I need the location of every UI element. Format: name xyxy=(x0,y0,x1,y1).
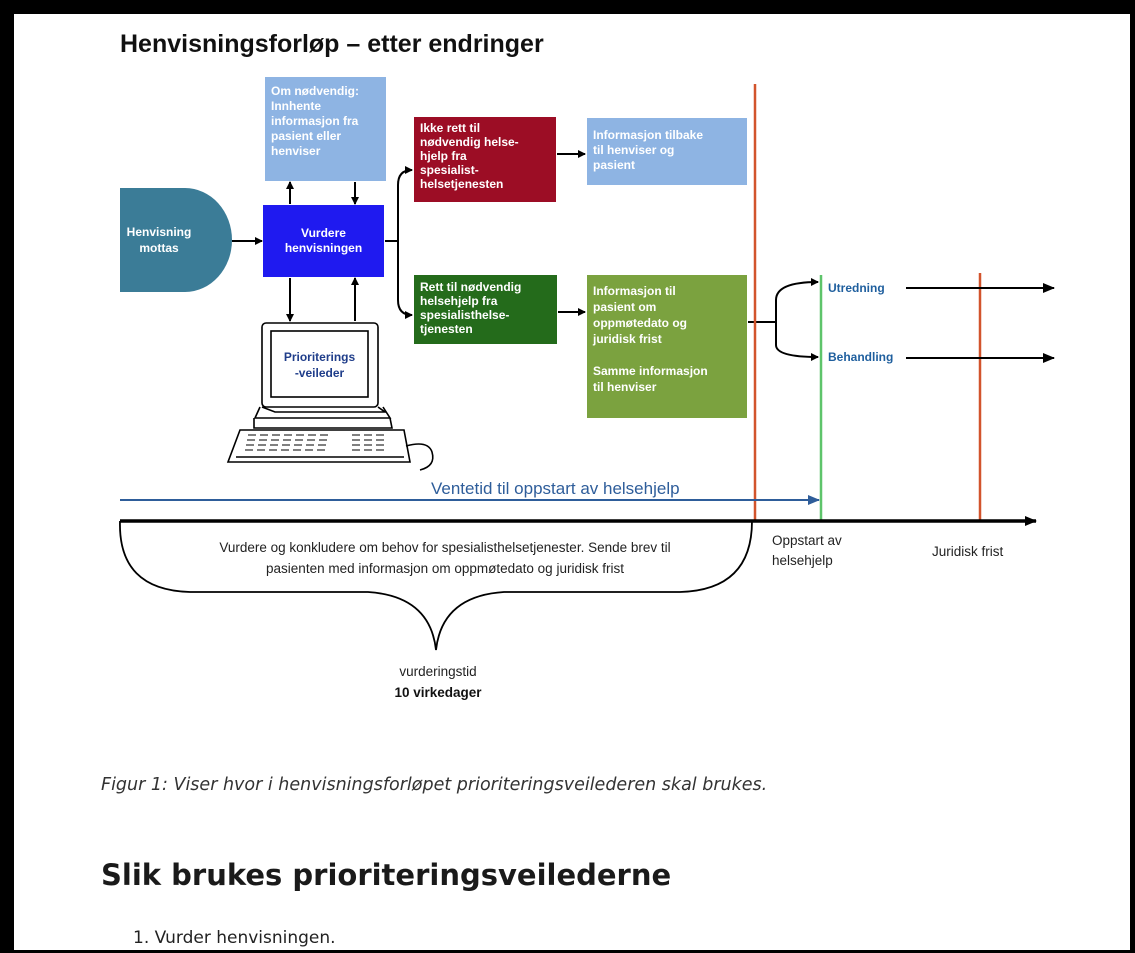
utredning-label: Utredning xyxy=(828,281,885,295)
frame-border-top xyxy=(0,0,1135,14)
vurderingstid-label: vurderingstid xyxy=(399,664,477,679)
section-heading: Slik brukes prioriteringsveilederne xyxy=(101,858,672,892)
prioriteringsveileder-label: Prioriterings -veileder xyxy=(283,350,356,380)
info-til-pasient-box xyxy=(587,275,747,418)
split-up xyxy=(775,278,819,322)
diagram-title: Henvisningsforløp – etter endringer xyxy=(120,30,544,58)
ikke-rett-box xyxy=(414,117,556,202)
henvisning-mottas-label: Henvisning mottas xyxy=(126,225,192,255)
split-down xyxy=(775,322,819,361)
step-list: 1. Vurder henvisningen. xyxy=(133,928,336,948)
om-nodvendig-label: Om nødvendig: Innhente informasjon fra p… xyxy=(271,84,359,158)
info-til-pasient-label: Informasjon til pasient om oppmøtedato o… xyxy=(593,284,708,394)
vurderingstid-value: 10 virkedager xyxy=(394,685,482,700)
timeline-note: Vurdere og konkludere om behov for spesi… xyxy=(219,540,671,576)
vurdere-henvisningen-box xyxy=(263,205,384,277)
rett-til-box xyxy=(414,275,557,344)
ventetid-label: Ventetid til oppstart av helsehjelp xyxy=(431,479,680,498)
ikke-rett-label: Ikke rett til nødvendig helse- hjelp fra… xyxy=(420,121,519,191)
computer-illustration xyxy=(226,322,434,471)
info-tilbake-box xyxy=(587,118,747,185)
henvisning-mottas-shape xyxy=(120,188,232,292)
figure-caption: Figur 1: Viser hvor i henvisningsforløpe… xyxy=(101,775,768,795)
vurdere-henvisningen-label: Vurdere henvisningen xyxy=(284,226,363,255)
branch-up xyxy=(397,166,413,241)
branch-down xyxy=(397,241,413,319)
rett-til-label: Rett til nødvendig helsehjelp fra spesia… xyxy=(420,280,522,336)
juridisk-frist-label: Juridisk frist xyxy=(932,544,1004,559)
frame-border-right xyxy=(1130,0,1135,953)
oppstart-label: Oppstart av helsehjelp xyxy=(772,533,842,568)
om-nodvendig-box xyxy=(265,77,386,181)
vurderingstid-bracket xyxy=(119,520,753,651)
list-item: 1. Vurder henvisningen. xyxy=(133,928,336,948)
behandling-label: Behandling xyxy=(828,350,894,364)
frame-border-bottom xyxy=(0,950,1135,953)
info-tilbake-label: Informasjon tilbake til henviser og pasi… xyxy=(593,128,704,172)
frame-border-left xyxy=(0,0,14,953)
